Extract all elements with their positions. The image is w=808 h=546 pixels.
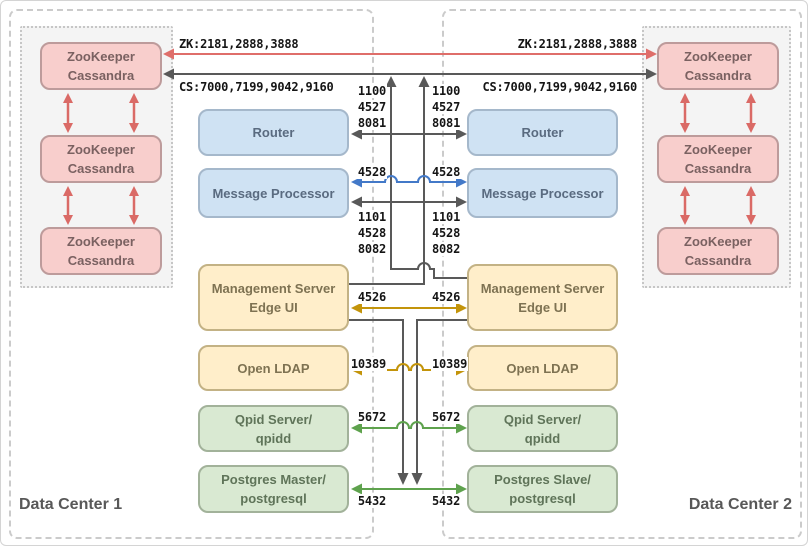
router-box-dc2: Router bbox=[467, 109, 618, 156]
message-processor-box-dc1: Message Processor bbox=[198, 168, 349, 218]
qpid-box-dc2: Qpid Server/ qpidd bbox=[467, 405, 618, 452]
postgres-master-box-dc1: Postgres Master/ postgresql bbox=[198, 465, 349, 513]
ldap-port-right: 10389 bbox=[431, 357, 469, 371]
mp-ports-right: 1101 4528 8082 bbox=[431, 210, 462, 256]
cs-ports-label-left: CS:7000,7199,9042,9160 bbox=[178, 80, 335, 94]
qpid-port-right: 5672 bbox=[431, 410, 462, 424]
cs-ports-label-right: CS:7000,7199,9042,9160 bbox=[481, 80, 638, 94]
zk-cassandra-node: ZooKeeper Cassandra bbox=[657, 135, 779, 183]
management-server-box-dc2: Management Server Edge UI bbox=[467, 264, 618, 331]
ms-port-left: 4526 bbox=[356, 290, 387, 304]
zk-cassandra-node: ZooKeeper Cassandra bbox=[40, 227, 162, 275]
zk-ports-label-left: ZK:2181,2888,3888 bbox=[178, 37, 300, 51]
open-ldap-box-dc2: Open LDAP bbox=[467, 345, 618, 391]
open-ldap-box-dc1: Open LDAP bbox=[198, 345, 349, 391]
zk-ports-label-right: ZK:2181,2888,3888 bbox=[516, 37, 638, 51]
postgres-slave-box-dc2: Postgres Slave/ postgresql bbox=[467, 465, 618, 513]
ldap-port-left: 10389 bbox=[349, 357, 387, 371]
dc2-title: Data Center 2 bbox=[688, 496, 792, 513]
ms-port-right: 4526 bbox=[431, 290, 462, 304]
dc1-title: Data Center 1 bbox=[19, 496, 123, 513]
mp-ports-left: 1101 4528 8082 bbox=[356, 210, 387, 256]
postgres-port-right: 5432 bbox=[431, 494, 462, 508]
zk-cassandra-node: ZooKeeper Cassandra bbox=[40, 135, 162, 183]
zk-cassandra-node: ZooKeeper Cassandra bbox=[40, 42, 162, 90]
qpid-port-left: 5672 bbox=[356, 410, 387, 424]
router-box-dc1: Router bbox=[198, 109, 349, 156]
message-processor-box-dc2: Message Processor bbox=[467, 168, 618, 218]
postgres-port-left: 5432 bbox=[356, 494, 387, 508]
mp-sync-port-left: 4528 bbox=[356, 165, 387, 179]
zk-cassandra-node: ZooKeeper Cassandra bbox=[657, 227, 779, 275]
mp-sync-port-right: 4528 bbox=[431, 165, 462, 179]
router-ports-right: 1100 4527 8081 bbox=[431, 84, 462, 130]
router-ports-left: 1100 4527 8081 bbox=[356, 84, 387, 130]
qpid-box-dc1: Qpid Server/ qpidd bbox=[198, 405, 349, 452]
management-server-box-dc1: Management Server Edge UI bbox=[198, 264, 349, 331]
zk-cassandra-node: ZooKeeper Cassandra bbox=[657, 42, 779, 90]
